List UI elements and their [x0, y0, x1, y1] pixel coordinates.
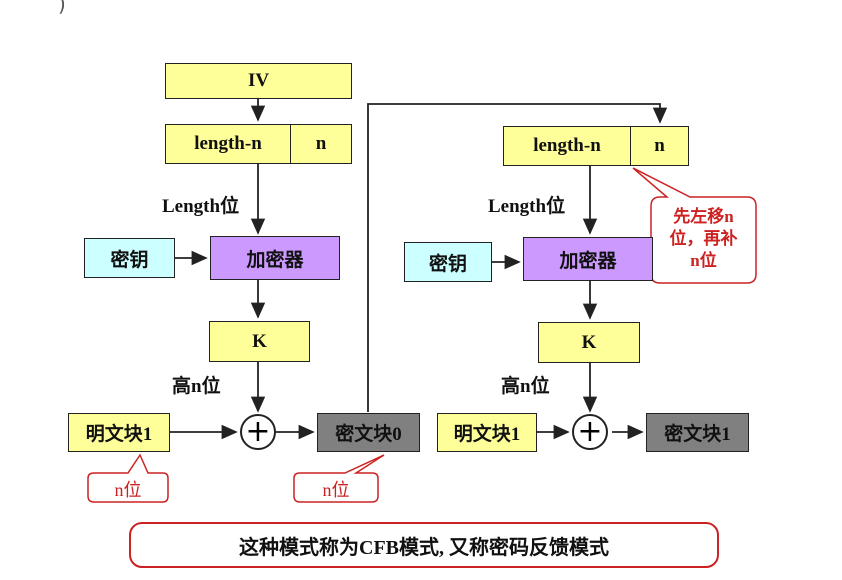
left-register-length-label: length-n — [194, 133, 262, 154]
left-plain-n-bits-note: n位 — [114, 480, 142, 500]
right-plaintext-label: 明文块1 — [453, 424, 521, 445]
shift-note-line3: n位 — [690, 251, 717, 270]
right-length-bits-label: Length位 — [488, 196, 566, 217]
left-register-n-cell: n — [291, 125, 351, 163]
iv-label: IV — [247, 70, 270, 91]
left-xor-symbol: + — [240, 414, 276, 450]
right-register-length-label: length-n — [533, 135, 601, 156]
right-ciphertext-label: 密文块1 — [664, 424, 731, 445]
left-cipher-n-bits-note: n位 — [322, 480, 350, 500]
right-high-n-bits-label: 高n位 — [501, 376, 550, 397]
right-key-box: 密钥 — [404, 242, 492, 282]
right-register-n-label: n — [654, 135, 665, 156]
shift-note: 先左移n 位，再补 n位 — [651, 206, 756, 272]
right-k-label: K — [581, 331, 597, 353]
right-key-label: 密钥 — [428, 253, 467, 275]
left-encryptor-label: 加密器 — [246, 249, 304, 271]
left-plaintext-box: 明文块1 — [68, 413, 170, 452]
right-k-box: K — [538, 322, 640, 363]
right-encryptor-box: 加密器 — [523, 237, 653, 281]
left-ciphertext-box: 密文块0 — [317, 413, 420, 452]
right-shift-register: length-n n — [503, 126, 689, 166]
left-register-length-cell: length-n — [166, 125, 291, 163]
right-xor-symbol: + — [572, 414, 608, 450]
left-shift-register: length-n n — [165, 124, 352, 164]
footer-frame — [129, 522, 719, 568]
left-k-box: K — [209, 321, 310, 362]
left-key-label: 密钥 — [110, 249, 149, 271]
right-register-length-cell: length-n — [504, 127, 631, 165]
left-length-bits-label: Length位 — [162, 196, 240, 217]
callout-bubble-shift — [632, 167, 757, 284]
right-encryptor-label: 加密器 — [559, 250, 617, 272]
right-plaintext-box: 明文块1 — [437, 413, 537, 452]
right-ciphertext-box: 密文块1 — [646, 413, 749, 452]
stray-mark: ) — [58, 0, 66, 16]
left-ciphertext-label: 密文块0 — [335, 424, 402, 445]
left-high-n-bits-label: 高n位 — [172, 376, 221, 397]
footer-caption: 这种模式称为CFB模式, 又称密码反馈模式 — [239, 536, 609, 559]
left-k-label: K — [252, 330, 267, 352]
left-encryptor-box: 加密器 — [210, 236, 340, 280]
left-register-n-label: n — [315, 133, 327, 154]
iv-box: IV — [165, 63, 352, 99]
shift-note-line2: 位，再补 — [669, 229, 738, 248]
shift-note-line1: 先左移n — [673, 207, 734, 226]
callout-bubble-plain — [87, 453, 169, 503]
callout-bubble-cipher — [293, 454, 385, 503]
left-plaintext-label: 明文块1 — [85, 424, 153, 445]
right-register-n-cell: n — [631, 127, 688, 165]
left-key-box: 密钥 — [84, 238, 175, 278]
